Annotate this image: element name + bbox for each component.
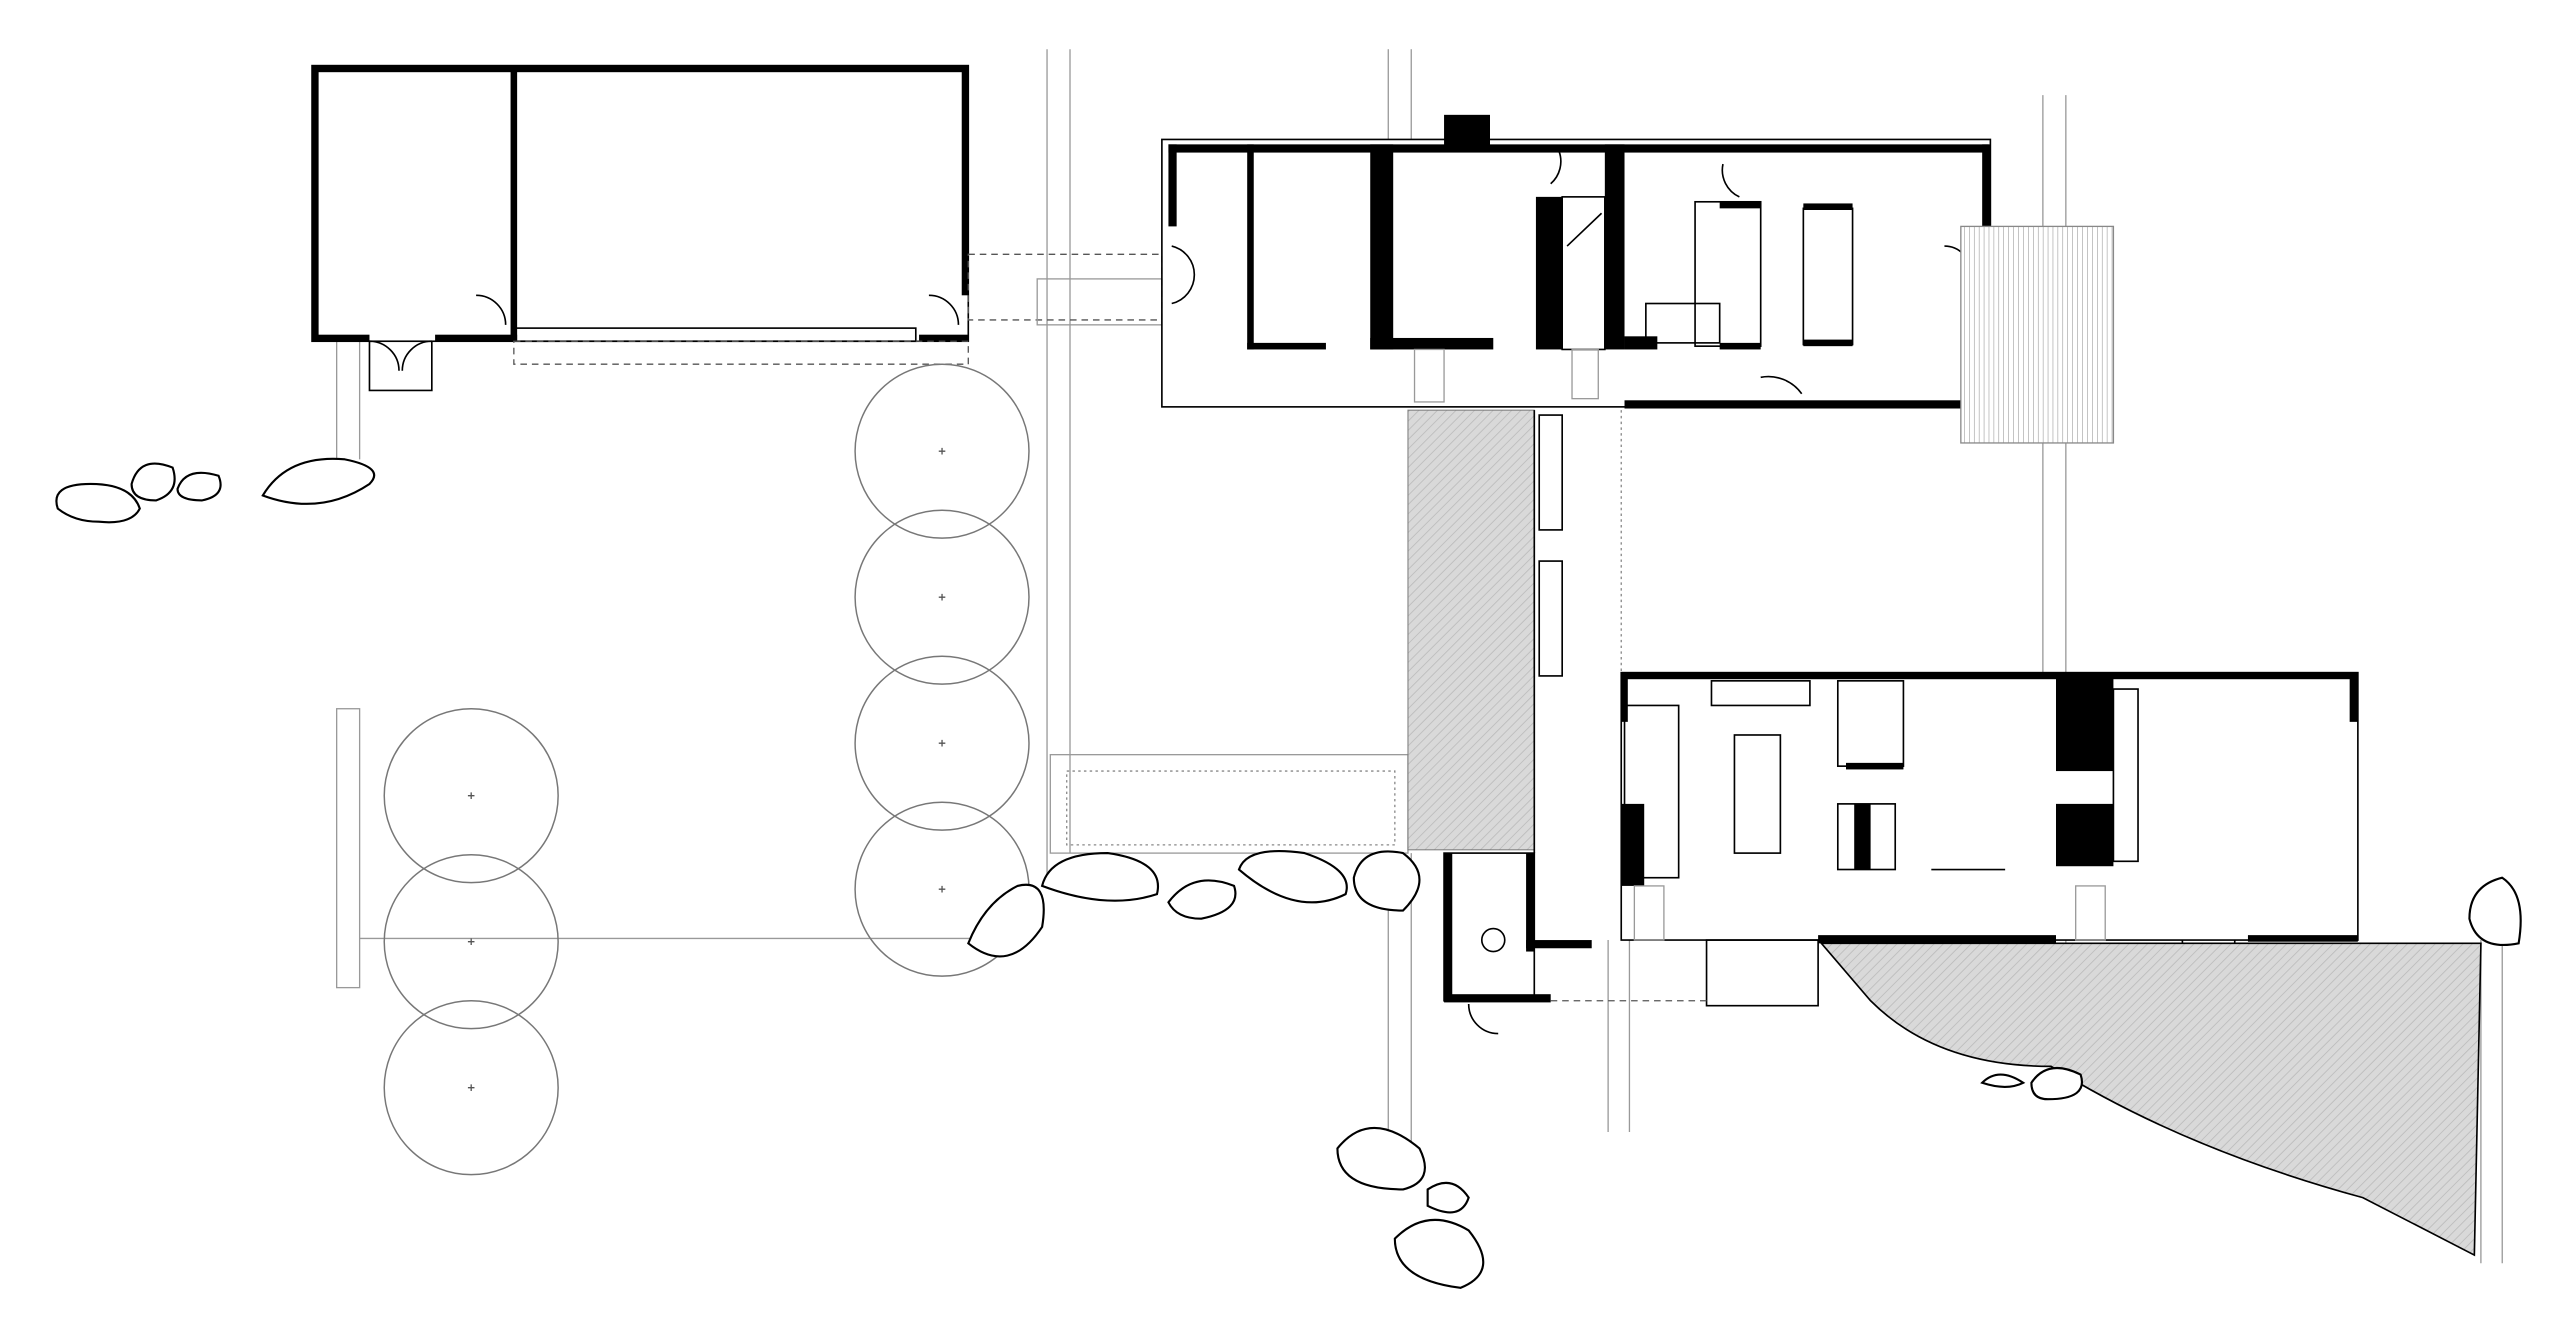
rock	[2468, 876, 2522, 947]
garage-door-swing	[368, 340, 433, 392]
tree-canopy	[383, 707, 559, 884]
rock	[967, 883, 1045, 958]
connector	[1407, 409, 1622, 854]
lower-house	[1620, 671, 2359, 1007]
garage-side-door	[476, 294, 960, 325]
rock	[1980, 1073, 2026, 1088]
rock	[1352, 850, 1421, 912]
rock	[1167, 879, 1237, 920]
tree-canopy	[383, 1000, 559, 1176]
terrace	[1819, 942, 2482, 1257]
tree-trunk-mark	[938, 885, 946, 893]
tree-trunk-mark	[467, 938, 475, 945]
tree-trunk-mark	[938, 739, 946, 747]
rock	[1393, 1218, 1485, 1289]
rock	[1426, 1181, 1470, 1214]
rock	[1040, 852, 1160, 902]
breezeway	[967, 253, 1163, 326]
upper-house	[1161, 114, 1992, 409]
rock	[261, 457, 376, 505]
rock	[55, 482, 141, 524]
garage	[311, 64, 970, 392]
powder-room	[1443, 852, 1707, 1035]
rock	[1237, 850, 1348, 904]
tree-canopy	[854, 363, 1030, 539]
rock	[1336, 1127, 1426, 1191]
rock	[130, 462, 176, 502]
tree-trunk-mark	[467, 792, 475, 799]
tree-trunk-mark	[938, 447, 946, 455]
rock	[176, 471, 222, 502]
deck	[1960, 225, 2115, 444]
tree-canopy	[383, 854, 559, 1030]
tree-trunk-mark	[938, 593, 946, 601]
rocks	[55, 457, 2522, 1289]
tree-canopy	[854, 509, 1030, 685]
tree-canopy	[854, 655, 1030, 831]
trees	[383, 363, 1030, 1176]
rock	[2030, 1066, 2083, 1101]
tree-trunk-mark	[467, 1084, 475, 1091]
